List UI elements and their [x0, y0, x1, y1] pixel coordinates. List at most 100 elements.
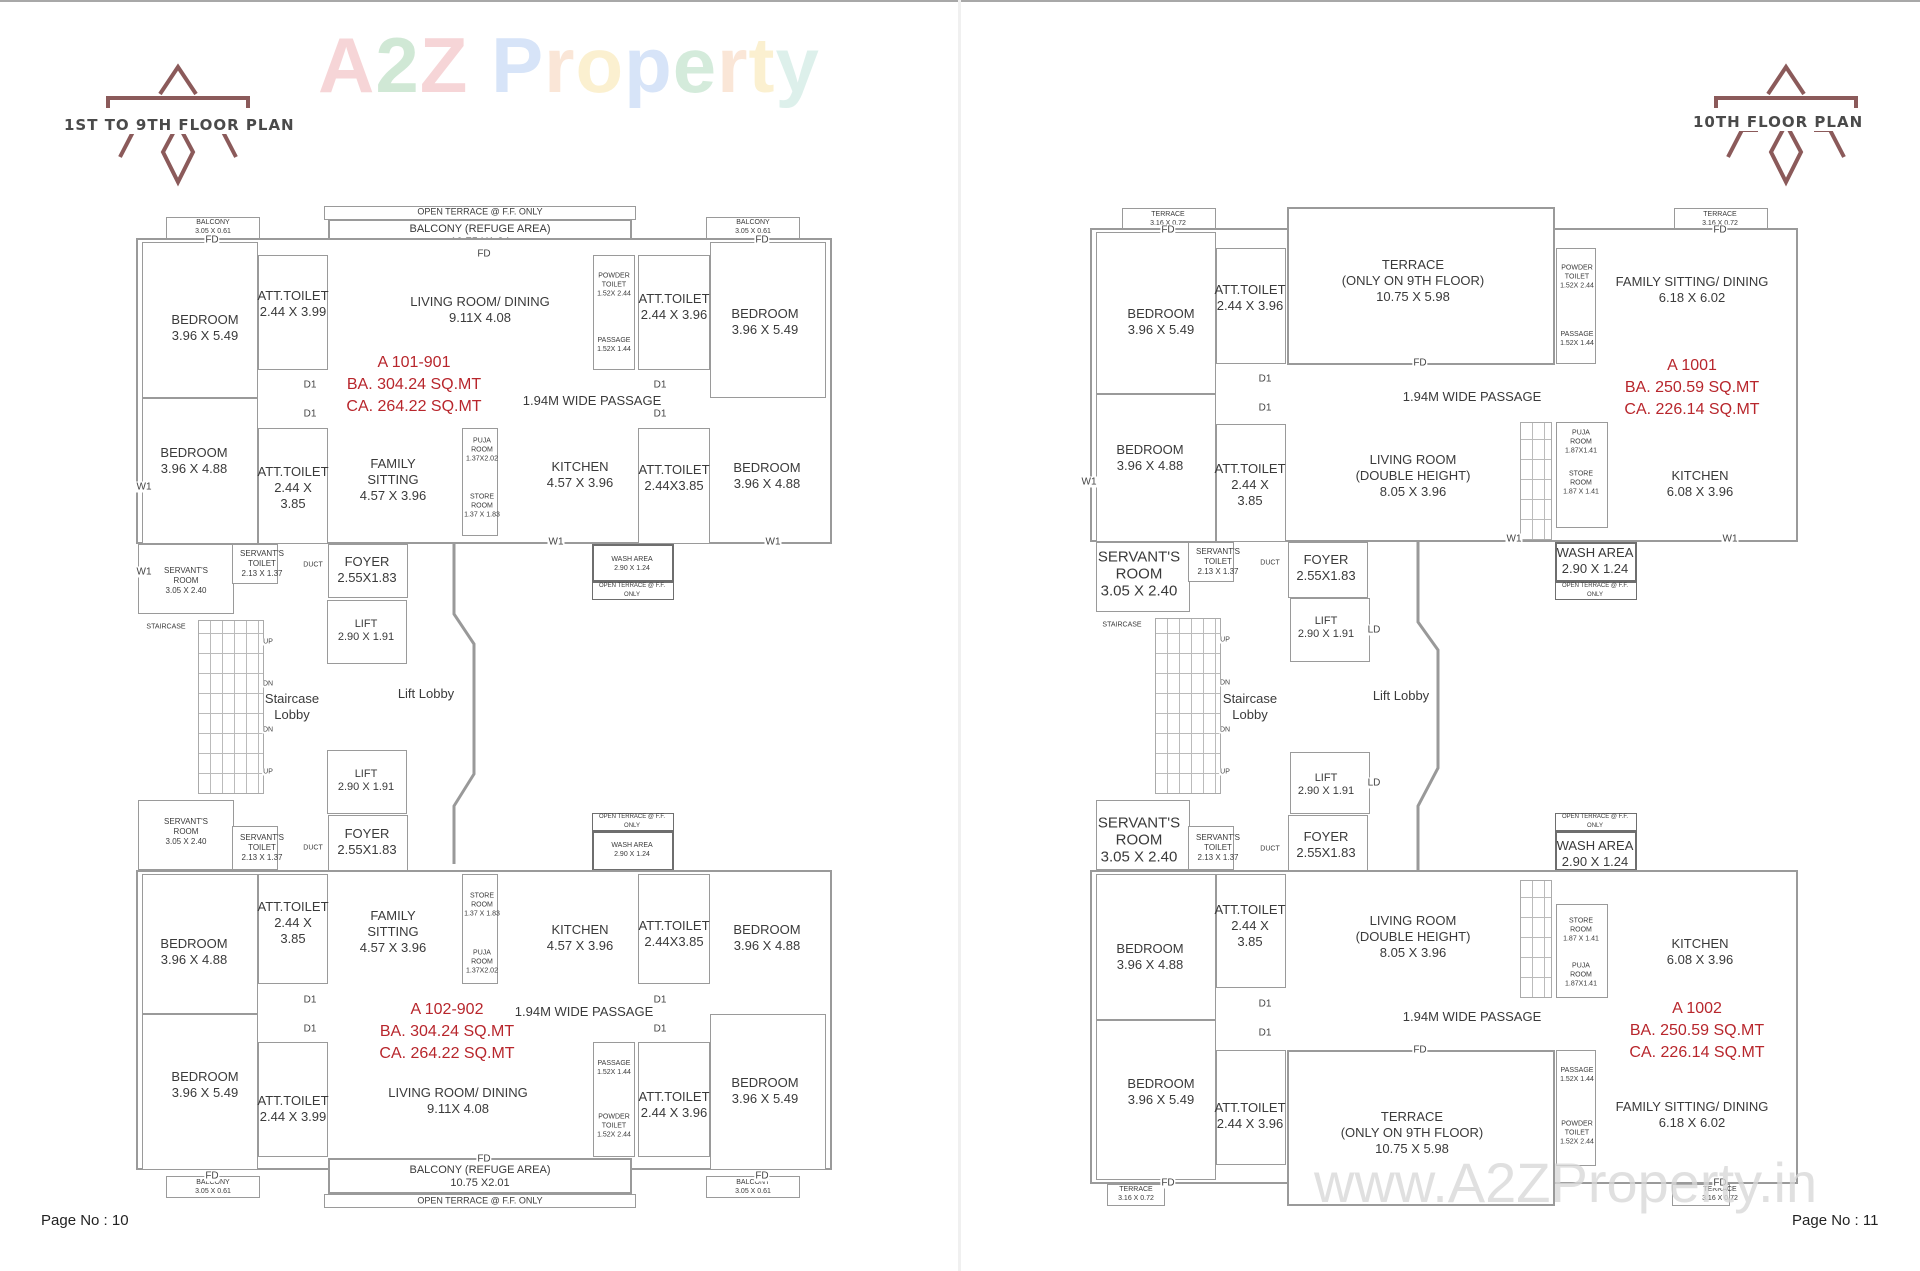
unit-carpet-area: CA. 226.14 SQ.MT: [1629, 1044, 1765, 1061]
terrace-bottom-right-label: TERRACE 3.16 X 0.72: [1702, 1186, 1738, 1202]
store-room-bottom-label: STORE ROOM 1.87 X 1.41: [1563, 917, 1599, 943]
att-toilet-bottom-right: [638, 1042, 710, 1157]
open-terrace-wash-bottom-label: OPEN TERRACE @ F.F. ONLY: [1562, 814, 1628, 829]
plan-title: 10TH FLOOR PLAN: [1689, 113, 1868, 131]
terrace-top: [1287, 207, 1555, 365]
servant-toilet-bottom: [232, 826, 278, 870]
servant-room-top: [1096, 542, 1190, 612]
living-room-top-label: LIVING ROOM (DOUBLE HEIGHT) 8.05 X 3.96: [1355, 452, 1471, 499]
powder-passage-top: [593, 255, 635, 370]
unit-id: A 1002: [1672, 1000, 1722, 1017]
floor-plan-1st-9th: BALCONY 3.05 X 0.61 BALCONY 3.05 X 0.61 …: [0, 0, 958, 1271]
staircase-lobby-label: Staircase Lobby: [264, 691, 320, 722]
lift-lobby-wall: [452, 544, 476, 864]
powder-toilet-top-label: POWDER TOILET 1.52X 2.44: [1560, 264, 1594, 290]
powder-toilet-bottom-label: POWDER TOILET 1.52X 2.44: [597, 1113, 631, 1139]
wide-passage-top-label: 1.94M WIDE PASSAGE: [522, 393, 662, 408]
passage-powder-bottom: [1556, 1050, 1596, 1166]
lift-bottom: [1290, 752, 1370, 814]
wide-passage-bottom-label: 1.94M WIDE PASSAGE: [514, 1004, 654, 1019]
powder-passage-top: [1556, 248, 1596, 364]
puja-room-top-label: PUJA ROOM 1.37X2.02: [466, 437, 498, 463]
door-tag: FD: [754, 234, 770, 246]
watermark-letter: r: [544, 21, 576, 109]
kitchen-top-label: KITCHEN 6.08 X 3.96: [1666, 468, 1734, 499]
att-toilet-mid-right-top-label: ATT.TOILET 2.44X3.85: [638, 462, 710, 493]
balcony-bottom-right-label: BALCONY 3.05 X 0.61: [735, 1179, 771, 1195]
door-tag: D1: [652, 408, 668, 420]
bedroom-mid-left-top: [142, 398, 258, 544]
att-toilet-bottom-right-label: ATT.TOILET 2.44 X 3.96: [638, 1089, 710, 1120]
store-room-bottom-label: STORE ROOM 1.37 X 1.83: [464, 892, 500, 918]
servant-toilet-bottom-label: SERVANT'S TOILET 2.13 X 1.37: [1196, 833, 1240, 862]
att-toilet-mid-left-bottom: [258, 874, 328, 984]
door-tag: FD: [1712, 1177, 1728, 1189]
unit-built-area: BA. 250.59 SQ.MT: [1629, 1022, 1765, 1039]
watermark-letter: r: [717, 21, 749, 109]
foyer-top-label: FOYER 2.55X1.83: [1296, 552, 1356, 583]
foyer-top: [328, 544, 408, 598]
lift-top-label: LIFT 2.90 X 1.91: [337, 618, 395, 643]
watermark-letter: A: [318, 21, 376, 109]
unit-built-area: BA. 250.59 SQ.MT: [1624, 379, 1760, 396]
bedroom-top-left: [1096, 232, 1216, 394]
store-room-top-label: STORE ROOM 1.37 X 1.83: [464, 493, 500, 519]
att-toilet-top-right: [638, 255, 710, 370]
window-tag: W1: [1505, 533, 1523, 545]
foyer-bottom: [328, 815, 408, 871]
duct-bottom-label: DUCT: [1260, 845, 1280, 853]
open-terrace-wash-top: [592, 582, 674, 600]
door-tag: D1: [302, 379, 318, 391]
open-terrace-wash-bottom-label: OPEN TERRACE @ F.F. ONLY: [599, 814, 665, 829]
wash-area-bottom: [1555, 831, 1637, 871]
unit-id: A 102-902: [410, 1001, 484, 1018]
family-sitting-dining-top-label: FAMILY SITTING/ DINING 6.18 X 6.02: [1615, 274, 1769, 305]
wash-area-top-label: WASH AREA 2.90 X 1.24: [1556, 545, 1634, 576]
servant-toilet-top: [1188, 542, 1234, 582]
living-room-top-label: LIVING ROOM/ DINING 9.11X 4.08: [410, 294, 550, 325]
stair-direction-tag: DN: [261, 726, 275, 734]
bedroom-mid-left-bottom: [1096, 874, 1216, 1020]
att-toilet-mid-left-top: [258, 428, 328, 544]
door-tag: FD: [476, 1153, 492, 1165]
bedroom-mid-left-top: [1096, 394, 1216, 542]
left-page: A2Z Property 1ST TO 9TH FLOOR PLAN BALCO…: [0, 0, 958, 1271]
wash-area-top-label: WASH AREA 2.90 X 1.24: [611, 556, 653, 572]
terrace-bottom-left-label: TERRACE 3.16 X 0.72: [1118, 1186, 1154, 1202]
puja-store-top: [1556, 422, 1608, 528]
lift-lobby-wall: [1416, 542, 1440, 872]
window-tag: W1: [135, 566, 153, 578]
stair-direction-tag: UP: [1219, 768, 1231, 776]
servant-room-bottom-label: SERVANT'S ROOM 3.05 X 2.40: [164, 817, 208, 846]
unit-carpet-area: CA. 264.22 SQ.MT: [346, 398, 482, 415]
a2z-property-url-watermark: www.A2ZProperty.in: [1314, 1151, 1818, 1214]
unit-id: A 101-901: [377, 354, 451, 371]
passage-bottom-label: PASSAGE 1.52X 1.44: [1560, 1067, 1594, 1083]
watermark-letter: p: [624, 21, 673, 109]
servant-room-top: [138, 544, 234, 614]
open-terrace-wash-top-label: OPEN TERRACE @ F.F. ONLY: [1562, 583, 1628, 598]
internal-staircase-bottom: [1520, 880, 1552, 998]
staircase-label: STAIRCASE: [1102, 621, 1142, 629]
att-toilet-mid-right-bottom-label: ATT.TOILET 2.44X3.85: [638, 918, 710, 949]
bedroom-bottom-right: [710, 1014, 826, 1170]
open-terrace-wash-top: [1555, 582, 1637, 600]
passage-top-label: PASSAGE 1.52X 1.44: [1560, 331, 1594, 347]
att-toilet-mid-left-bottom-label: ATT.TOILET 2.44 X 3.85: [1214, 902, 1286, 949]
att-toilet-top-left: [1216, 248, 1286, 364]
att-toilet-top-right-label: ATT.TOILET 2.44 X 3.96: [638, 291, 710, 322]
store-puja-bottom: [462, 874, 498, 984]
duct-top-label: DUCT: [1260, 559, 1280, 567]
att-toilet-top-left: [258, 255, 328, 370]
family-sitting-bottom-label: FAMILY SITTING 4.57 X 3.96: [359, 908, 427, 955]
door-tag: FD: [1712, 224, 1728, 236]
family-sitting-top-label: FAMILY SITTING 4.57 X 3.96: [359, 456, 427, 503]
internal-staircase-top: [1520, 422, 1552, 540]
lift-bottom-label: LIFT 2.90 X 1.91: [337, 768, 395, 793]
door-tag: D1: [1257, 402, 1273, 414]
staircase-label: STAIRCASE: [146, 623, 186, 631]
bedroom-top-right-label: BEDROOM 3.96 X 5.49: [731, 306, 799, 337]
balcony-bottom-right: [706, 1176, 800, 1198]
terrace-bottom-right: [1672, 1184, 1730, 1206]
staircase: [198, 620, 264, 794]
